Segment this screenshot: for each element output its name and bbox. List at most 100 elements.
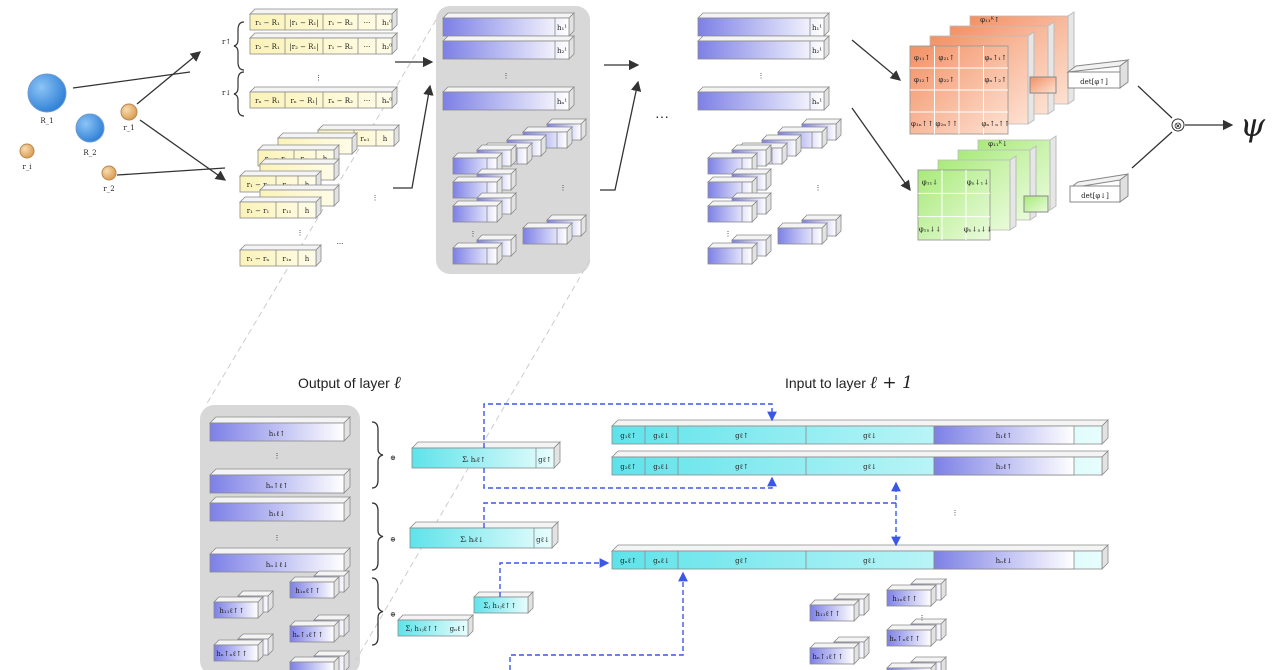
output-pair-back-4-top xyxy=(313,650,350,657)
output-row-2-front xyxy=(209,502,345,522)
single-row-0 xyxy=(249,8,398,31)
input-row-2-cell-4: hₙℓ↓ xyxy=(996,557,1013,565)
sum-up-box-front xyxy=(411,447,555,469)
layer-1-cube-back-0-top xyxy=(546,118,587,125)
edge-det-up xyxy=(1137,85,1173,119)
layer-1-cube-5 xyxy=(452,242,503,265)
output-pair-0 xyxy=(289,576,340,599)
layer-n-cube-5-top xyxy=(707,242,758,249)
electron-i xyxy=(19,143,35,159)
up-orbital-cell-6: φ₁ₙ↑↑ xyxy=(911,120,933,128)
input-pair-back-3-top xyxy=(833,636,870,643)
layer-1-cube-4-top xyxy=(452,200,503,207)
pair-sum-box xyxy=(397,614,474,637)
output-pair-back-3-top xyxy=(237,633,274,640)
layer-1-label-2: hₙ¹ xyxy=(557,98,568,106)
nucleus-2-label: R_2 xyxy=(83,149,96,157)
output-rows: h₁ℓ↑hₙ↑ℓ↑h₁ℓ↓hₙ↓ℓ↓⋮⋮h₁ₙℓ↑↑h₁₁ℓ↑↑hₙ↑₁ℓ↑↑h… xyxy=(209,416,351,670)
down-orbital-layer-side-1 xyxy=(1009,155,1017,231)
input-pair-label-3: hₙ↑₁ℓ↑↑ xyxy=(812,653,843,661)
input-pair-back-0-top xyxy=(910,578,947,585)
pair-row-3-back-top xyxy=(259,184,340,191)
layer-n-label-1: h₂¹ xyxy=(812,47,822,55)
input-row-2-cell-1: gₙℓ↓ xyxy=(653,557,670,565)
electron-2-label: r_2 xyxy=(103,185,114,193)
single-row-1-cell-1: |r₂ − R₁| xyxy=(289,43,318,51)
pair-feature-rows: rₙ − r₁rₙ₁hr₂ − r₁r₂₁hr₁ − r₂r₁₂hr₁ − r₁… xyxy=(239,124,400,267)
sum-down-box-label: Σᵢ hᵢℓ↓ xyxy=(460,536,484,544)
layer-n-row-0-top xyxy=(697,12,830,19)
single-row-2-top xyxy=(249,86,398,93)
input-pair-2 xyxy=(886,624,937,647)
layer-1-cube-2-top xyxy=(452,152,503,159)
single-row-0-cell-4: h₁⁰ xyxy=(382,19,392,27)
sum-up-box xyxy=(411,441,561,469)
output-row-1-front xyxy=(209,474,345,494)
input-row-2-top xyxy=(611,544,1109,552)
pair-row-2-diff: r₁ − r₂ xyxy=(247,181,270,189)
dash-up-to-row2 xyxy=(483,468,777,489)
pair-row-4-front xyxy=(239,249,317,267)
pair-row-4-h: h xyxy=(305,255,310,263)
layer-1-cube-5-front xyxy=(452,247,498,265)
dash-up-to-row1 xyxy=(483,403,777,448)
input-pair-back-4-side xyxy=(940,656,947,670)
output-row-2 xyxy=(209,496,351,522)
layer-n-cube-5-front xyxy=(707,247,753,265)
spin-up-brace xyxy=(233,21,245,71)
pair-sum-box-front xyxy=(397,619,469,637)
output-row-3-front xyxy=(209,553,345,573)
layer-n-row-0-front xyxy=(697,17,825,37)
pair-row-3-top xyxy=(239,196,322,203)
dash-pair-to-row3 xyxy=(499,558,610,597)
down-orbital-cell-1: φₙ↓₁↓ xyxy=(967,179,989,187)
pair-row-2-top xyxy=(239,170,322,177)
layer-1-cube-6-top xyxy=(522,222,573,229)
det-up-box: det[φ↑] xyxy=(1029,59,1130,94)
pair-row-0-dist: rₙ₁ xyxy=(360,135,369,143)
single-row-2-cell-1: rₙ − R₁| xyxy=(290,97,317,105)
input-row-2-cell-3: gℓ↓ xyxy=(863,557,877,565)
output-pair-0-front xyxy=(289,581,335,599)
nucleus-1 xyxy=(27,73,67,113)
sum-down-box-tag: gℓ↓ xyxy=(536,536,550,544)
pair-row-3-diff: r₁ − r₁ xyxy=(247,207,270,215)
layer-1-label-1: h₂¹ xyxy=(557,47,567,55)
nucleus-1-label: R_1 xyxy=(40,117,53,125)
input-caption: Input to layer ℓ + 1 xyxy=(785,373,913,393)
layer-n-cube-back-0-top xyxy=(801,118,842,125)
single-row-2 xyxy=(249,86,398,109)
input-row-0-cell-0: g₁ℓ↑ xyxy=(620,432,637,440)
layer-1-cube-back-5-top xyxy=(476,234,517,241)
output-pair-4 xyxy=(289,656,340,670)
output-brace-0 xyxy=(371,421,384,489)
pair-row-2-back-top xyxy=(259,158,340,165)
layer-1-cube-vdots-2: ⋮ xyxy=(560,184,567,192)
output-row-3-top xyxy=(209,547,351,555)
arrow-to-up-orbitals xyxy=(851,39,901,81)
up-orbital-cell-4: φ₂₂↑ xyxy=(939,76,955,84)
electron-i-label: r_i xyxy=(22,163,32,171)
edge-atom-b xyxy=(136,51,202,105)
psi-symbol: ψ xyxy=(1240,106,1266,144)
pair-sum-label: Σⱼ h₁ⱼℓ↑↑ xyxy=(405,625,438,633)
layer-n-row-0 xyxy=(697,12,830,37)
output-pair-4-side xyxy=(333,656,340,670)
output-pair-2-top xyxy=(289,620,340,627)
layer-n-cube-vdots: ⋮ xyxy=(725,230,732,238)
output-pair-back-0-top xyxy=(313,570,350,577)
layer-n-cube-3-top xyxy=(707,176,758,183)
output-pair-3-top xyxy=(213,639,264,646)
layer-n-row-2 xyxy=(697,86,830,111)
down-orbital-layer-side-3 xyxy=(1049,135,1057,211)
pair-row-0-h: h xyxy=(383,135,388,143)
single-row-1-cell-3: ··· xyxy=(364,43,371,51)
down-orbital-back-label: φ₁₁ᴷ↓ xyxy=(988,140,1008,148)
pair-row-3-front xyxy=(239,201,317,219)
input-row-0-cell-1: g₁ℓ↓ xyxy=(653,432,670,440)
edge-atom-c xyxy=(139,119,227,181)
up-orbital-matrices: φ₁₁ᴷ↑φ₁₁↑φ₂₁↑φₙ↑₁↑φ₁₂↑φ₂₂↑φₙ↑₂↑φ₁ₙ↑↑φ₂ₙ↑… xyxy=(909,11,1075,135)
det-down-label: det[φ↓] xyxy=(1081,192,1109,200)
layer-n-row-1-top xyxy=(697,35,830,42)
layer-1-row-2-front xyxy=(442,91,570,111)
